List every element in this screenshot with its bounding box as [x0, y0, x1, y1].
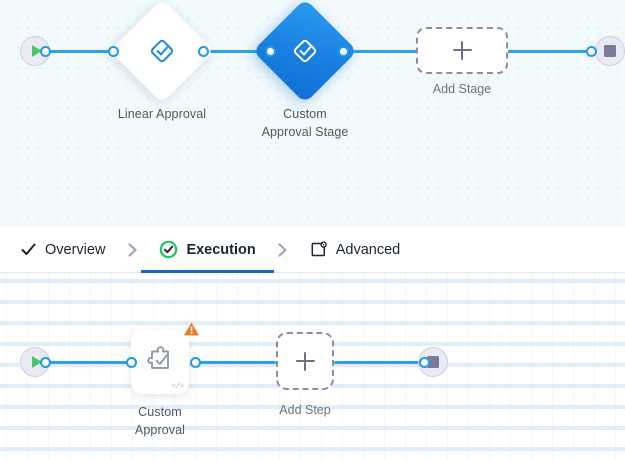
linear-approval-input-port[interactable]	[108, 46, 119, 57]
custom-approval-step-input-port[interactable]	[126, 357, 137, 368]
tab-overview-label: Overview	[45, 241, 106, 258]
stage-start-output-port[interactable]	[40, 46, 51, 57]
play-icon	[31, 356, 42, 368]
stage-node-linear-approval[interactable]	[109, 0, 215, 104]
step-start-output-port[interactable]	[40, 357, 51, 368]
add-step-button[interactable]	[276, 332, 334, 390]
edge-add-step-to-end	[334, 361, 422, 364]
approval-diamond-check-icon	[147, 36, 177, 66]
stop-icon	[604, 45, 616, 57]
check-circle-icon	[159, 240, 178, 259]
custom-approval-step-output-port[interactable]	[190, 357, 201, 368]
check-icon	[20, 241, 37, 258]
edge-custom-approval-to-add-step	[196, 361, 276, 364]
tab-execution-label: Execution	[186, 241, 256, 258]
step-node-custom-approval[interactable]: </>	[131, 322, 199, 394]
stage-flow-canvas[interactable]: Linear Approval Custom Approval Stage Ad…	[0, 0, 625, 227]
tab-overview[interactable]: Overview	[16, 227, 109, 273]
linear-approval-output-port[interactable]	[198, 46, 209, 57]
stage-end-input-port[interactable]	[586, 46, 597, 57]
stage-end-node[interactable]	[595, 36, 625, 66]
edge-start-to-custom-approval	[42, 361, 134, 364]
custom-approval-stage-output-port[interactable]	[338, 46, 349, 57]
stage-start-node[interactable]	[20, 36, 50, 66]
stage-label-custom-approval-stage: Custom Approval Stage	[261, 107, 349, 139]
tab-advanced[interactable]: Advanced	[306, 227, 405, 273]
puzzle-check-icon	[143, 344, 177, 381]
approval-diamond-check-icon	[290, 36, 320, 66]
edge-custom-to-add-stage	[343, 50, 418, 53]
tab-advanced-label: Advanced	[335, 241, 401, 258]
workflow-tab-bar: Overview Execution	[0, 227, 625, 273]
chevron-right-icon	[109, 227, 155, 273]
edge-add-stage-to-end	[507, 50, 590, 53]
settings-frame-icon	[310, 240, 328, 259]
step-label-custom-approval: Custom Approval	[134, 405, 186, 437]
step-end-input-port[interactable]	[419, 357, 430, 368]
stage-label-linear-approval: Linear Approval	[117, 107, 207, 121]
code-snippet-badge: </>	[171, 383, 184, 391]
stage-node-custom-approval-stage[interactable]	[252, 0, 358, 104]
warning-triangle-icon[interactable]	[183, 321, 200, 342]
plus-icon	[452, 41, 472, 60]
step-flow-canvas[interactable]: </> Custom Approval Add Step	[0, 273, 625, 461]
edge-start-to-linear-approval	[42, 50, 110, 53]
stop-icon	[427, 356, 439, 368]
custom-approval-stage-input-port[interactable]	[265, 46, 276, 57]
edge-linear-to-custom-approval	[205, 50, 272, 53]
play-icon	[31, 45, 42, 57]
tab-execution[interactable]: Execution	[141, 227, 275, 273]
plus-icon	[295, 351, 315, 371]
add-stage-label: Add Stage	[432, 82, 492, 96]
chevron-right-icon	[260, 227, 306, 273]
add-stage-button[interactable]	[416, 27, 508, 74]
add-step-label: Add Step	[279, 403, 331, 417]
